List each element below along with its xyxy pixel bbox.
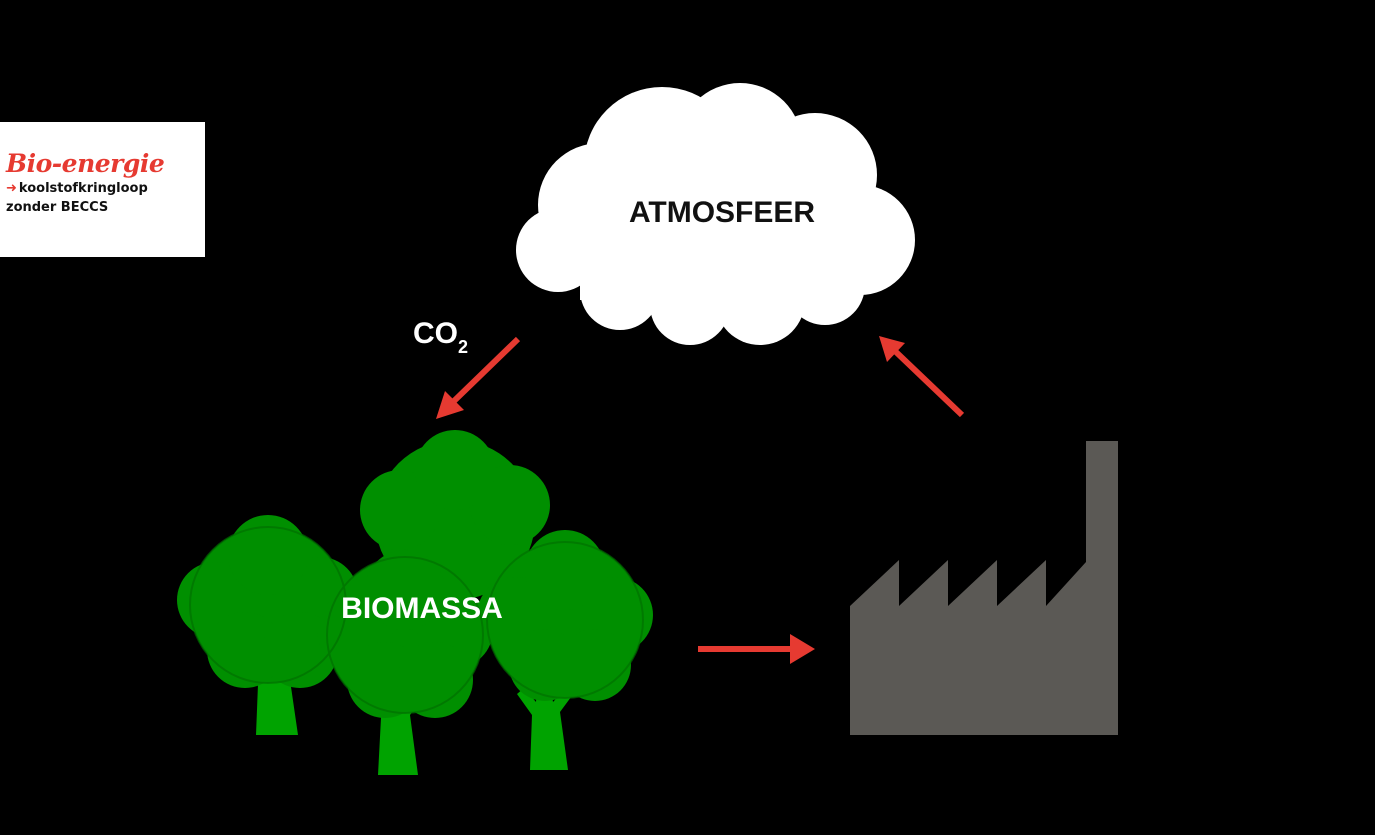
co2-label: CO2: [413, 317, 468, 357]
arrow-right-icon: ➜: [6, 181, 17, 196]
cloud-icon: [516, 83, 915, 345]
biomass-label: BIOMASSA: [341, 592, 503, 625]
legend-label-box: Bio-energie ➜koolstofkringloop zonder BE…: [0, 122, 205, 257]
co2-subscript: 2: [458, 337, 468, 357]
co2-main: CO: [413, 317, 458, 350]
factory-icon: [850, 441, 1118, 735]
arrow-biomass-to-factory: [698, 634, 815, 664]
diagram-subtitle: ➜koolstofkringloop zonder BECCS: [6, 179, 205, 217]
subtitle-line1: koolstofkringloop: [18, 181, 148, 196]
arrow-atmosphere-to-biomass: [436, 336, 521, 419]
trees-icon: [177, 430, 653, 775]
subtitle-line2: zonder BECCS: [6, 200, 109, 215]
arrow-factory-to-atmosphere: [879, 336, 965, 418]
diagram-title: Bio-energie: [6, 149, 165, 178]
atmosphere-label: ATMOSFEER: [629, 196, 815, 229]
